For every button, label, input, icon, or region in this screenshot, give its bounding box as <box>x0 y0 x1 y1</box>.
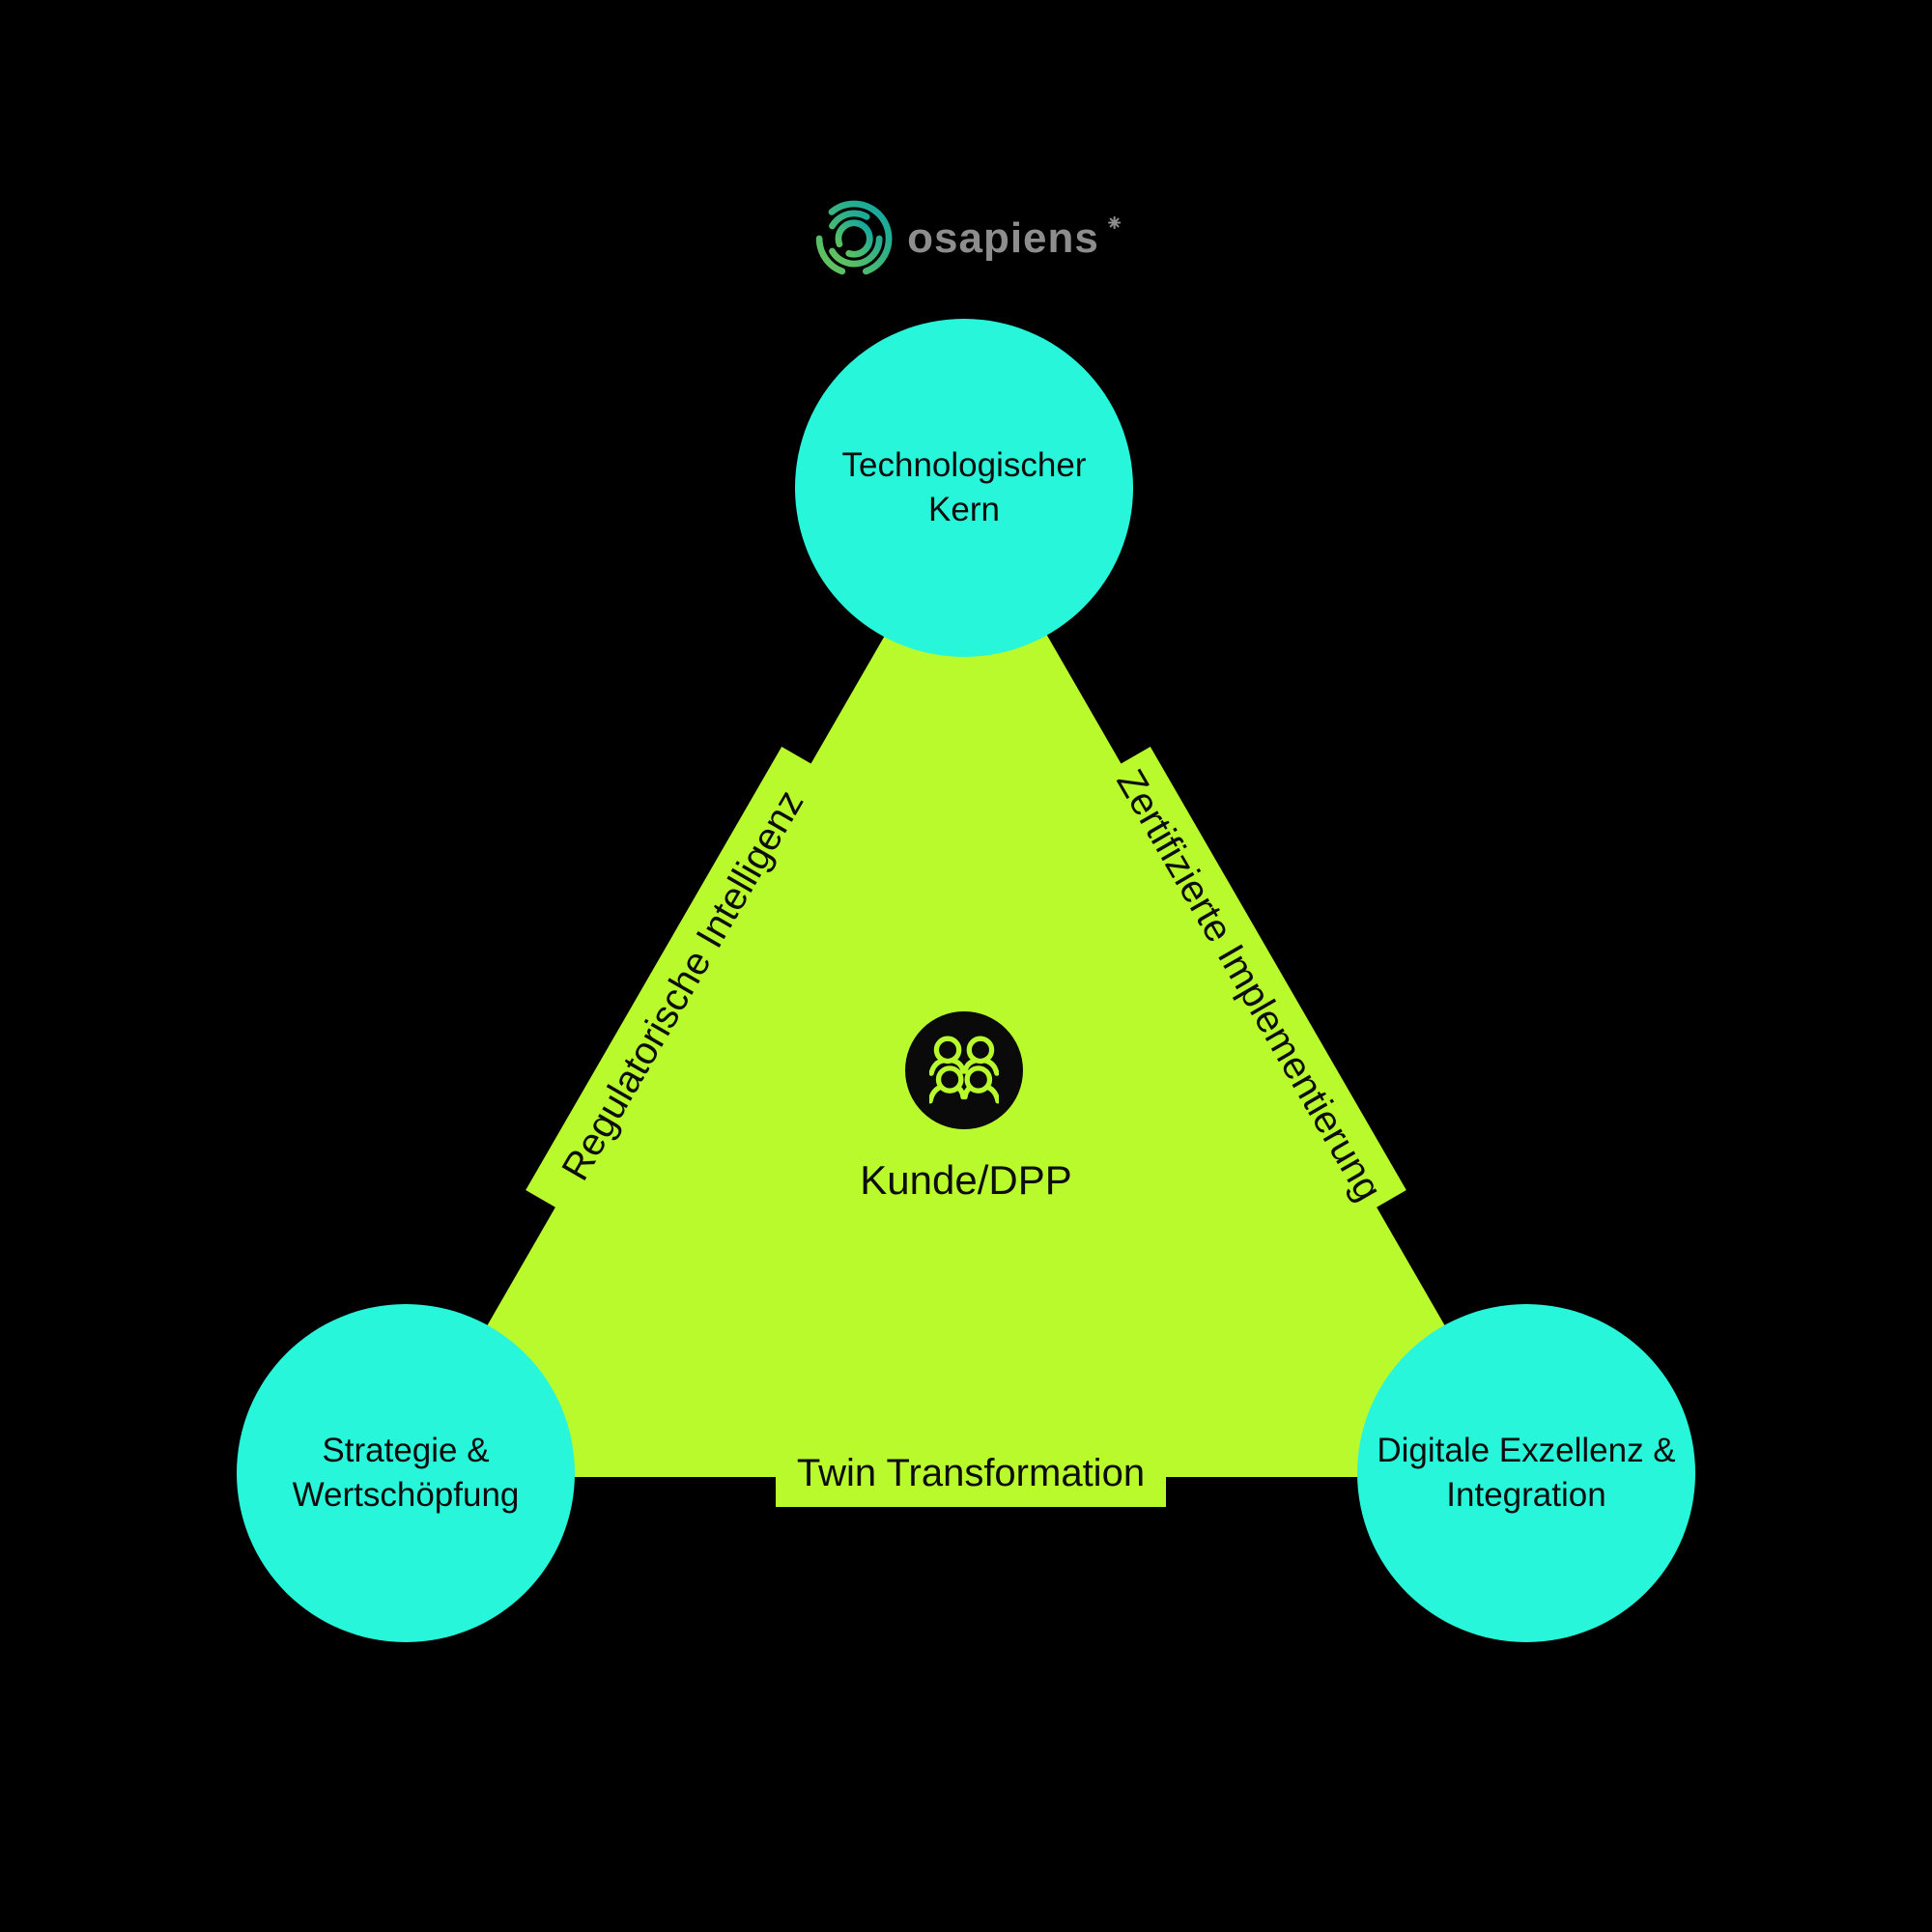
center-badge <box>905 1011 1023 1129</box>
node-label: Strategie & Wertschöpfung <box>292 1431 520 1514</box>
node-digitale-exzellenz-integration: Digitale Exzellenz & Integration <box>1357 1304 1695 1642</box>
osapiens-logo: osapiens <box>810 195 1122 282</box>
node-label: Technologischer Kern <box>841 445 1087 528</box>
node-strategie-wertschoepfung: Strategie & Wertschöpfung <box>237 1304 575 1642</box>
center-label-kunde-dpp: Kunde/DPP <box>860 1157 1072 1203</box>
edge-label-twin-transformation: Twin Transformation <box>796 1451 1146 1494</box>
node-technologischer-kern: Technologischer Kern <box>795 319 1133 657</box>
node-label: Digitale Exzellenz & Integration <box>1377 1431 1676 1514</box>
osapiens-orbits-icon <box>815 200 893 277</box>
edge-tab-bottom: Twin Transformation <box>776 1439 1166 1507</box>
group-people-icon <box>929 1036 999 1104</box>
osapiens-logo-text: osapiens <box>907 214 1099 262</box>
trademark-star-icon <box>1107 215 1122 229</box>
